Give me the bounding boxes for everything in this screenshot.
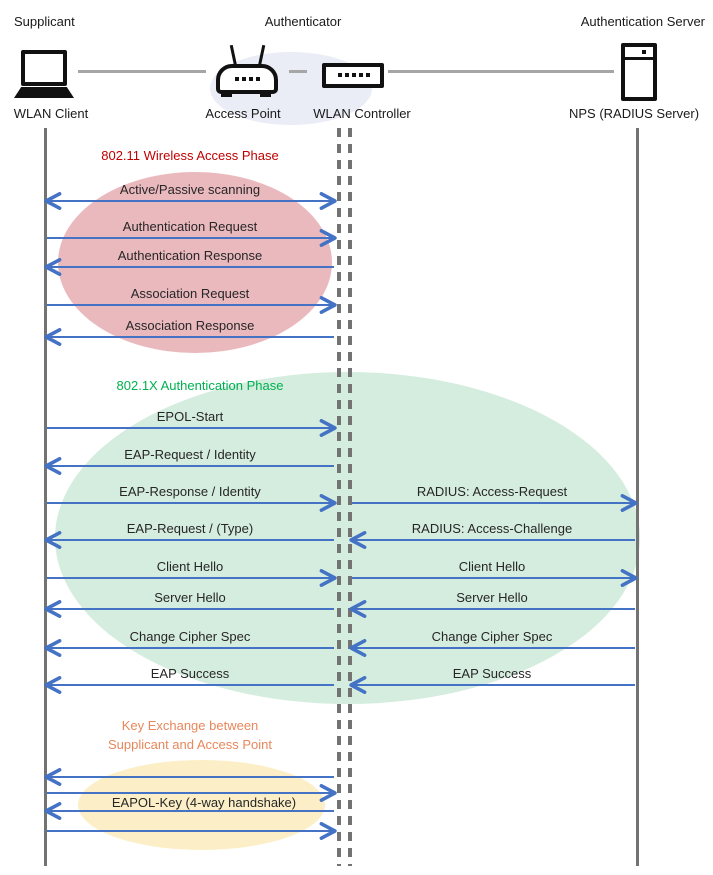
caption-wlan-controller: WLAN Controller <box>313 106 411 121</box>
message-label: EAP Success <box>150 666 230 681</box>
message-label: Change Cipher Spec <box>129 629 251 644</box>
message-label: Change Cipher Spec <box>431 629 553 644</box>
message-label: Authentication Request <box>122 219 258 234</box>
server-led-dot <box>642 50 646 54</box>
message-label: Client Hello <box>458 559 526 574</box>
message-label: Authentication Response <box>117 248 263 263</box>
message-label: Association Request <box>130 286 250 301</box>
server-divider <box>625 57 653 60</box>
message-label: EAP-Request / (Type) <box>126 521 254 536</box>
controller-dots <box>338 73 370 77</box>
phase3-title-line2: Supplicant and Access Point <box>107 737 273 752</box>
ap-foot-right <box>260 92 271 97</box>
role-label-auth-server: Authentication Server <box>580 14 705 29</box>
connector-ap-controller <box>289 70 307 73</box>
phase3-title: Key Exchange between Supplicant and Acce… <box>45 716 335 754</box>
server-body <box>621 43 657 101</box>
ap-foot-left <box>221 92 232 97</box>
message-label: RADIUS: Access-Challenge <box>411 521 573 536</box>
message-label: EPOL-Start <box>156 409 224 424</box>
message-label: EAP-Response / Identity <box>119 484 261 499</box>
phase3-ellipse <box>78 760 325 850</box>
message-label: Active/Passive scanning <box>119 182 261 197</box>
message-label: Association Response <box>125 318 255 333</box>
laptop-screen <box>21 50 67 86</box>
lifeline-authenticator-dash-right <box>348 128 352 866</box>
phase1-title: 802.11 Wireless Access Phase <box>101 148 279 163</box>
role-label-authenticator: Authenticator <box>264 14 342 29</box>
message-label: RADIUS: Access-Request <box>416 484 568 499</box>
laptop-base <box>14 87 74 98</box>
connector-controller-server <box>388 70 614 73</box>
phase2-title: 802.1X Authentication Phase <box>116 378 284 393</box>
role-label-supplicant: Supplicant <box>14 14 75 29</box>
eapol-key-label: EAPOL-Key (4-way handshake) <box>111 795 297 810</box>
caption-nps-radius-server: NPS (RADIUS Server) <box>569 106 700 121</box>
message-label: EAP Success <box>452 666 532 681</box>
message-label: Server Hello <box>456 590 528 605</box>
caption-access-point: Access Point <box>205 106 281 121</box>
message-label: Client Hello <box>156 559 224 574</box>
lifeline-authenticator-dash-left <box>337 128 341 866</box>
phase3-title-line1: Key Exchange between <box>121 718 259 733</box>
message-label: EAP-Request / Identity <box>124 447 256 462</box>
caption-wlan-client: WLAN Client <box>13 106 89 121</box>
message-label: Server Hello <box>154 590 226 605</box>
ap-dots <box>235 77 260 81</box>
lifeline-wlan-client <box>44 128 47 866</box>
connector-client-ap <box>78 70 206 73</box>
